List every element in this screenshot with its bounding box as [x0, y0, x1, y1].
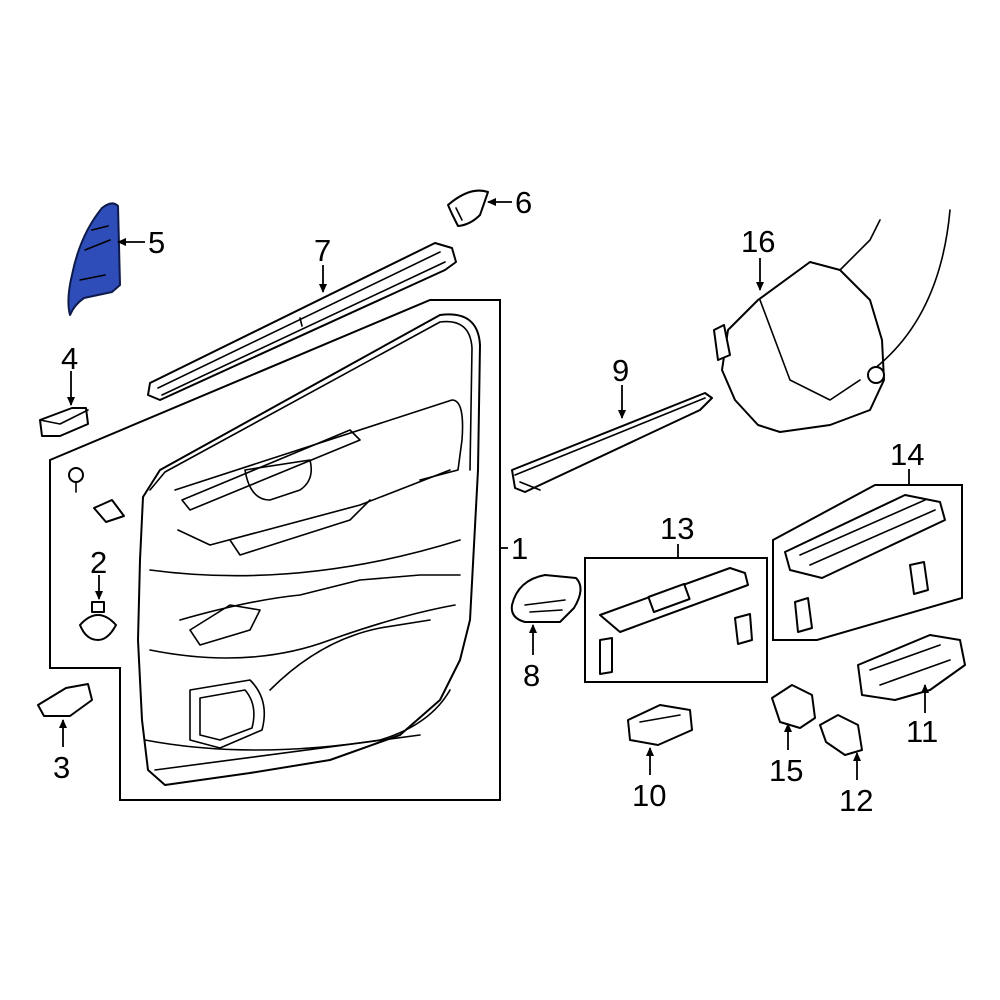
part-4-block[interactable]: [39, 407, 89, 437]
callout-1: 1: [511, 531, 528, 566]
callout-4: 4: [61, 341, 78, 376]
part-8-inner-handle[interactable]: [510, 574, 582, 623]
part-16-harness[interactable]: [713, 209, 951, 433]
callout-5: 5: [148, 225, 165, 260]
clip-bracket[interactable]: [93, 499, 125, 523]
part-12-switch[interactable]: [819, 714, 863, 756]
callout-10: 10: [632, 778, 666, 813]
door-panel-part-1[interactable]: [137, 313, 481, 786]
callout-15: 15: [769, 753, 803, 788]
part-13-switch-panel[interactable]: [599, 567, 753, 675]
callout-6: 6: [515, 185, 532, 220]
callout-9: 9: [612, 353, 629, 388]
part-2-push-clip[interactable]: [79, 601, 117, 641]
clip-fastener[interactable]: [68, 467, 84, 493]
callout-2: 2: [90, 545, 107, 580]
part-5-detail: [79, 225, 111, 281]
part-14-frame: [772, 484, 963, 641]
callout-11: 11: [906, 714, 938, 749]
part-1-frame: [49, 299, 501, 801]
part-14-switch-panel[interactable]: [784, 494, 946, 633]
part-11-switch[interactable]: [857, 634, 966, 701]
callout-12: 12: [839, 783, 873, 818]
part-6-cap[interactable]: [447, 189, 489, 227]
part-5-trim-highlighted[interactable]: [67, 202, 121, 316]
part-15-switch[interactable]: [771, 684, 816, 729]
callout-3: 3: [53, 750, 70, 785]
callout-7: 7: [314, 233, 331, 268]
part-7-garnish[interactable]: [147, 242, 457, 401]
part-3-block[interactable]: [37, 683, 93, 717]
callout-14: 14: [890, 437, 924, 472]
callout-8: 8: [523, 658, 540, 693]
part-9-garnish[interactable]: [511, 392, 713, 493]
callout-16: 16: [741, 224, 775, 259]
part-10-switch[interactable]: [627, 704, 693, 746]
callout-13: 13: [660, 511, 694, 546]
part-13-frame: [584, 557, 768, 683]
